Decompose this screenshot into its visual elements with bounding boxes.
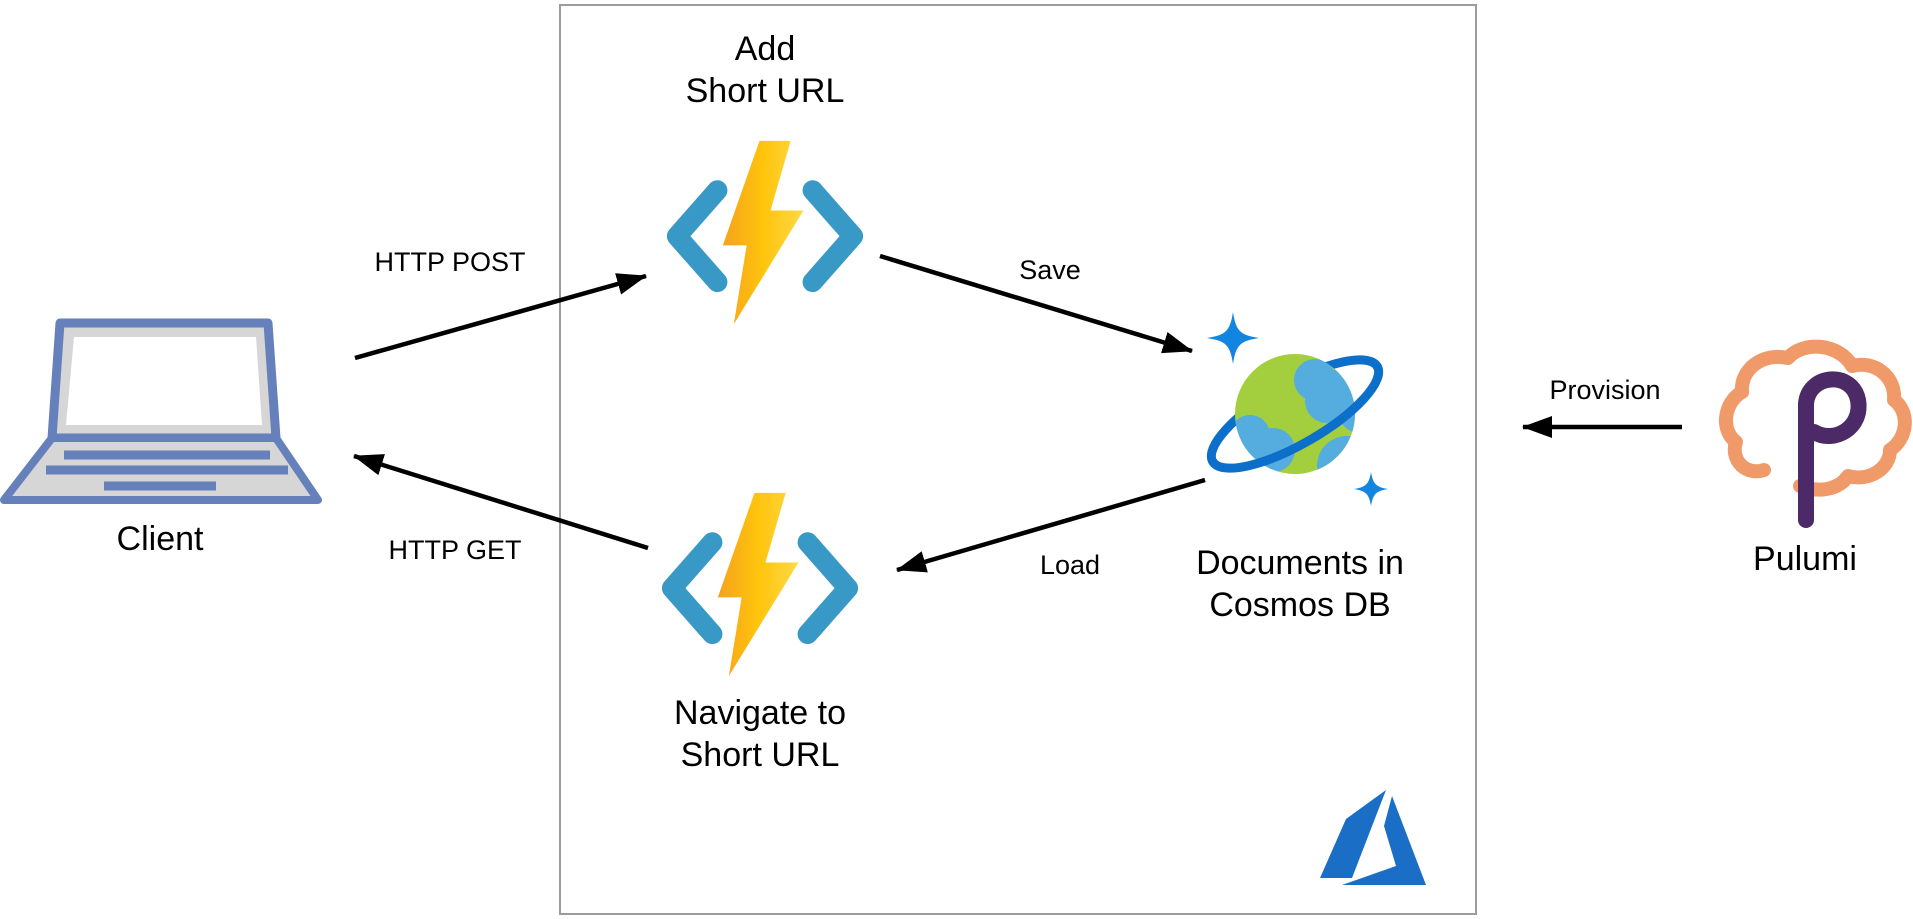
- azure-function-icon: [661, 492, 859, 677]
- save-label: Save: [1019, 255, 1081, 285]
- arrow-http-get: [353, 453, 649, 551]
- cosmos-db-planet-icon: [1206, 312, 1388, 506]
- navigate-function-label: Navigate to Short URL: [674, 694, 846, 774]
- lightning-bolt-icon: [722, 140, 804, 325]
- http-post-label: HTTP POST: [374, 247, 526, 277]
- http-get-label: HTTP GET: [388, 535, 522, 565]
- load-label: Load: [1039, 550, 1101, 580]
- laptop-screen: [66, 337, 262, 425]
- add-function-label: Add Short URL: [685, 30, 845, 110]
- pulumi-label: Pulumi: [1753, 540, 1857, 578]
- pulumi-cloud-icon: [1719, 339, 1912, 528]
- laptop-icon: [0, 318, 322, 504]
- azure-logo-icon: [1320, 790, 1426, 885]
- provision-label: Provision: [1549, 375, 1661, 405]
- cosmos-db-label: Documents in Cosmos DB: [1196, 544, 1404, 624]
- client-label: Client: [116, 520, 204, 558]
- lightning-bolt-icon: [717, 492, 799, 677]
- arrow-load: [896, 477, 1206, 573]
- azure-boundary-box: [559, 4, 1477, 915]
- sparkle-icon: [1207, 312, 1388, 506]
- arrow-http-post: [354, 273, 647, 361]
- azure-function-icon: [666, 140, 864, 325]
- arrow-save: [879, 253, 1193, 354]
